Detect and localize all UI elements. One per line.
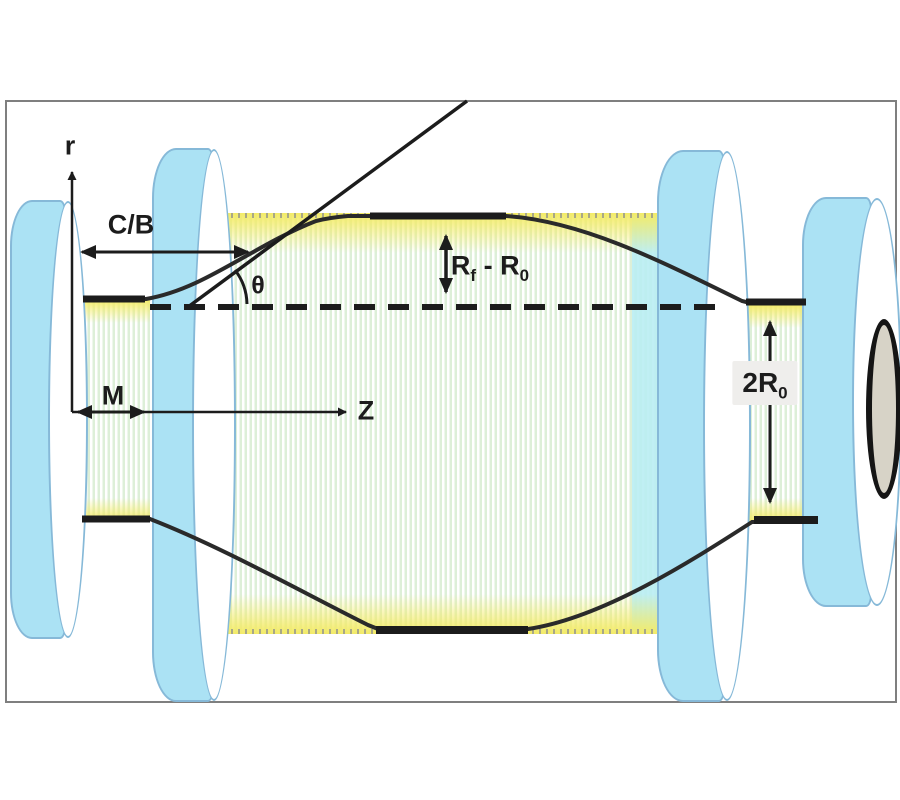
- coil-turns-texture-bottom: [217, 629, 660, 634]
- coil-turns-texture-top: [217, 213, 660, 218]
- rf-r0-base1: R: [450, 250, 471, 281]
- barrel-yellow-band-bottom: [217, 594, 660, 634]
- two-r0-base: 2R: [742, 367, 779, 398]
- flange-inner-right: [657, 150, 751, 702]
- flange-outer-left: [10, 200, 88, 639]
- rf-r0-sub1: f: [470, 265, 477, 285]
- wound-barrel: [217, 213, 660, 634]
- bore-ellipse: [866, 319, 900, 499]
- barrel-yellow-band-top: [217, 213, 660, 253]
- theta-label: θ: [251, 271, 265, 300]
- left-coil-yellow-top: [85, 299, 150, 323]
- rf-r0-label: Rf - R0: [450, 250, 529, 284]
- cb-dimension-label: C/B: [107, 209, 155, 240]
- z-axis-label: Z: [357, 395, 375, 426]
- two-r0-sub: 0: [778, 383, 788, 403]
- rf-r0-sub2: 0: [519, 265, 530, 285]
- flange-inner-left: [152, 148, 236, 702]
- flange-face: [48, 201, 88, 638]
- r-axis-label: r: [64, 130, 76, 161]
- left-coil-yellow-bottom: [85, 498, 150, 522]
- two-r0-label: 2R0: [732, 361, 798, 405]
- m-dimension-label: M: [101, 380, 125, 411]
- left-coil-section: [85, 299, 150, 522]
- flange-outer-right: [802, 197, 900, 607]
- flange-face: [703, 151, 751, 701]
- rf-r0-base2: - R: [476, 250, 520, 281]
- flange-face: [192, 149, 236, 701]
- barrel-edge-shade-right: [632, 213, 658, 634]
